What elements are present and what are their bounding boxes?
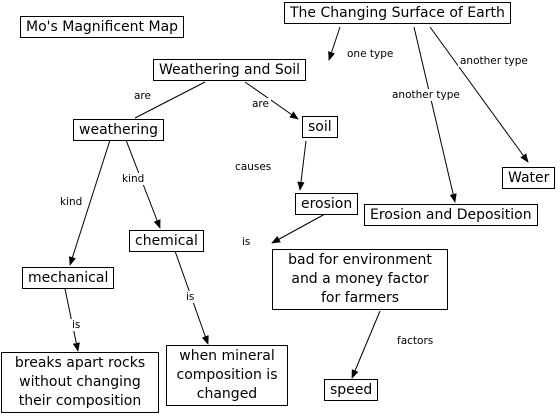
link-label-is-breaks: is — [70, 319, 83, 331]
node-breaks-apart-rocks[interactable]: breaks apart rocks without changing thei… — [1, 352, 159, 413]
link-weathering-to-mechanical — [69, 139, 111, 266]
node-mineral-composition[interactable]: when mineral composition is changed — [166, 345, 288, 406]
node-changing-surface-of-earth[interactable]: The Changing Surface of Earth — [284, 2, 511, 24]
node-bad-line-3: for farmers — [320, 290, 400, 306]
node-mineral-line-2: composition is — [176, 367, 278, 383]
link-label-kind-mechanical: kind — [58, 196, 85, 208]
map-title[interactable]: Mo's Magnificent Map — [20, 16, 185, 38]
link-label-causes: causes — [233, 161, 274, 173]
link-label-kind-chemical: kind — [120, 173, 147, 185]
node-mineral-line-3: changed — [196, 386, 258, 402]
node-bad-line-2: and a money factor — [291, 271, 429, 287]
link-root-to-water — [429, 26, 529, 163]
link-label-is-mineral: is — [184, 291, 197, 303]
node-bad-line-1: bad for environment — [288, 252, 432, 268]
node-soil[interactable]: soil — [302, 116, 338, 138]
link-label-another-type-erosion: another type — [390, 89, 462, 101]
link-erosion-to-bad — [271, 213, 326, 244]
node-erosion[interactable]: erosion — [295, 193, 359, 215]
node-mechanical[interactable]: mechanical — [22, 267, 115, 289]
node-speed[interactable]: speed — [324, 379, 379, 401]
link-root-to-weathering-and-soil — [328, 26, 341, 61]
link-label-are-weathering: are — [132, 90, 153, 102]
link-label-is-bad: is — [240, 236, 253, 248]
node-breaks-line-3: their composition — [18, 393, 142, 409]
node-breaks-line-2: without changing — [19, 374, 141, 390]
link-label-are-soil: are — [250, 98, 271, 110]
link-label-factors: factors — [395, 335, 436, 347]
link-label-one-type: one type — [345, 48, 396, 60]
node-bad-for-environment[interactable]: bad for environment and a money factor f… — [272, 249, 448, 310]
link-soil-to-erosion — [297, 140, 307, 191]
node-weathering[interactable]: weathering — [73, 119, 165, 141]
link-root-to-erosion-deposition — [413, 26, 457, 203]
node-erosion-and-deposition[interactable]: Erosion and Deposition — [364, 204, 538, 226]
node-breaks-line-1: breaks apart rocks — [14, 355, 146, 371]
link-ws-to-soil — [244, 81, 299, 120]
link-bad-to-speed — [351, 310, 381, 379]
node-weathering-and-soil[interactable]: Weathering and Soil — [153, 59, 307, 81]
node-water[interactable]: Water — [502, 167, 556, 189]
link-ws-to-weathering — [134, 81, 206, 119]
link-label-another-type-water: another type — [458, 55, 530, 67]
node-chemical[interactable]: chemical — [129, 230, 204, 252]
node-mineral-line-1: when mineral — [179, 348, 275, 364]
